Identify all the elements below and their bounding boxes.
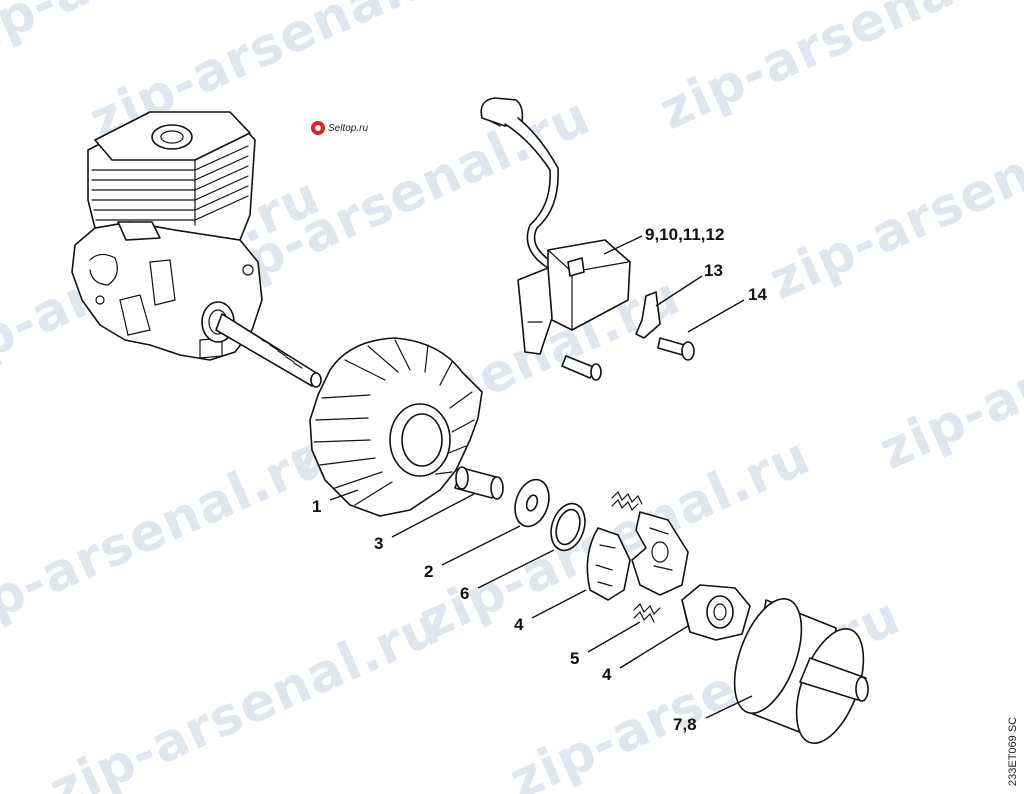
flywheel	[309, 337, 483, 517]
diagram-code: 233ET069 SC	[1007, 717, 1019, 786]
callout-9-12: 9,10,11,12	[645, 225, 724, 244]
ignition-module	[480, 97, 631, 381]
leader-lines	[329, 235, 753, 719]
callout-2: 2	[424, 562, 433, 581]
screw	[657, 337, 695, 361]
callout-6: 6	[460, 584, 469, 603]
callout-5: 5	[570, 649, 579, 668]
logo-text: Seltop.ru	[328, 123, 368, 134]
watermark-text: zip-arsenal.ru	[41, 596, 449, 794]
washer	[514, 478, 550, 528]
clutch-shoes	[586, 511, 689, 601]
clutch-springs	[611, 490, 661, 623]
callout-3: 3	[374, 534, 383, 553]
seltop-logo: Seltop.ru	[311, 121, 368, 135]
engine-assembly	[71, 111, 322, 388]
watermark-text: zip-arsenal.ru	[761, 86, 1024, 312]
callout-4-lower: 4	[602, 665, 612, 684]
callout-13: 13	[704, 261, 723, 280]
watermark-text: zip-arsenal.ru	[651, 0, 1024, 142]
watermark-text: zip-arsenal.ru	[871, 256, 1024, 482]
callout-4-upper: 4	[514, 615, 524, 634]
watermark-text: zip-arsenal.ru	[0, 426, 339, 652]
contact-plate	[635, 291, 661, 339]
callout-7-8: 7,8	[673, 715, 697, 734]
callout-labels: 1 3 2 6 4 5 4 7,8 9,10,11,12 13 14	[312, 225, 767, 734]
callout-1: 1	[312, 497, 321, 516]
retaining-ring	[550, 502, 586, 552]
callout-14: 14	[748, 285, 767, 304]
clutch-hub	[681, 584, 751, 641]
clutch-drum	[733, 598, 869, 744]
spacer-sleeve	[454, 466, 504, 500]
